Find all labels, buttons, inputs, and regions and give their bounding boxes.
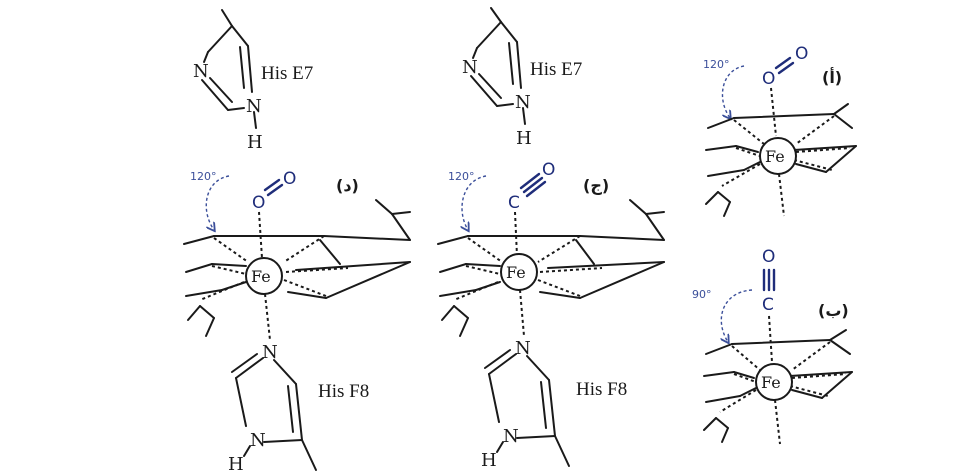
ligand-atom1-d: O bbox=[252, 193, 265, 213]
angle-label-d: 120° bbox=[190, 170, 217, 183]
atom-h-e7-d: H bbox=[247, 132, 263, 153]
ligand-atom1-a: O bbox=[762, 69, 775, 89]
atom-n-f8-j: N bbox=[515, 338, 531, 359]
angle-arrow-b bbox=[721, 289, 753, 342]
angle-label-a: 120° bbox=[703, 58, 730, 71]
panel-letter-a: (أ) bbox=[822, 67, 842, 87]
ligand-atom1-b: C bbox=[762, 295, 774, 315]
fe-atom-a bbox=[759, 137, 797, 175]
his-f8-ring-d bbox=[231, 353, 317, 471]
panel-a: 120° O O (أ) bbox=[703, 44, 857, 217]
ligand-atom2-d: O bbox=[283, 169, 296, 189]
ligand-atom2-a: O bbox=[795, 44, 808, 64]
porphyrin-d bbox=[183, 199, 411, 337]
porphyrin-b bbox=[703, 329, 853, 443]
atom-n-f8b-d: N bbox=[250, 430, 266, 451]
ligand-atom2-j: O bbox=[542, 160, 555, 180]
atom-n-e7-j: N bbox=[462, 57, 478, 78]
porphyrin-a bbox=[705, 103, 857, 217]
panel-b: O C 90° (ب) bbox=[692, 247, 853, 445]
fe-label-j: Fe bbox=[506, 263, 526, 282]
angle-arrow-d bbox=[205, 175, 230, 230]
atom-n-f8-d: N bbox=[262, 342, 278, 363]
fe-label-d: Fe bbox=[251, 267, 271, 286]
fe-label-a: Fe bbox=[765, 147, 785, 166]
porphyrin-j bbox=[437, 199, 665, 337]
panel-j: N N H His E7 120° C O (ج) bbox=[437, 7, 665, 471]
atom-n-e7-d: N bbox=[193, 61, 209, 82]
atom-h-f8-d: H bbox=[228, 454, 244, 475]
atom-n-e7b-d: N bbox=[246, 96, 262, 117]
angle-label-j: 120° bbox=[448, 170, 475, 183]
panel-letter-j: (ج) bbox=[583, 176, 609, 195]
ligand-atom2-b: O bbox=[762, 247, 775, 267]
atom-h-f8-j: H bbox=[481, 450, 497, 471]
panel-letter-d: (د) bbox=[336, 176, 359, 195]
angle-arrow-j bbox=[462, 175, 487, 230]
atom-n-f8b-j: N bbox=[503, 426, 519, 447]
fe-atom-j bbox=[500, 253, 538, 291]
panel-d: N N H His E7 120° O O (د) bbox=[183, 9, 411, 475]
panel-letter-b: (ب) bbox=[818, 301, 849, 320]
his-f8-label-j: His F8 bbox=[576, 379, 627, 400]
angle-label-b: 90° bbox=[692, 288, 712, 301]
his-e7-label-d: His E7 bbox=[261, 63, 313, 84]
angle-arrow-a bbox=[721, 65, 745, 118]
his-f8-ring-j bbox=[484, 349, 570, 467]
atom-h-e7-j: H bbox=[516, 128, 532, 149]
his-e7-ring-d bbox=[201, 9, 257, 129]
fe-atom-b bbox=[755, 363, 793, 401]
fe-atom-d bbox=[245, 257, 283, 295]
his-e7-label-j: His E7 bbox=[530, 59, 582, 80]
his-e7-ring-j bbox=[470, 7, 526, 125]
atom-n-e7b-j: N bbox=[515, 92, 531, 113]
his-f8-label-d: His F8 bbox=[318, 381, 369, 402]
fe-label-b: Fe bbox=[761, 373, 781, 392]
ligand-atom1-j: C bbox=[508, 193, 520, 213]
